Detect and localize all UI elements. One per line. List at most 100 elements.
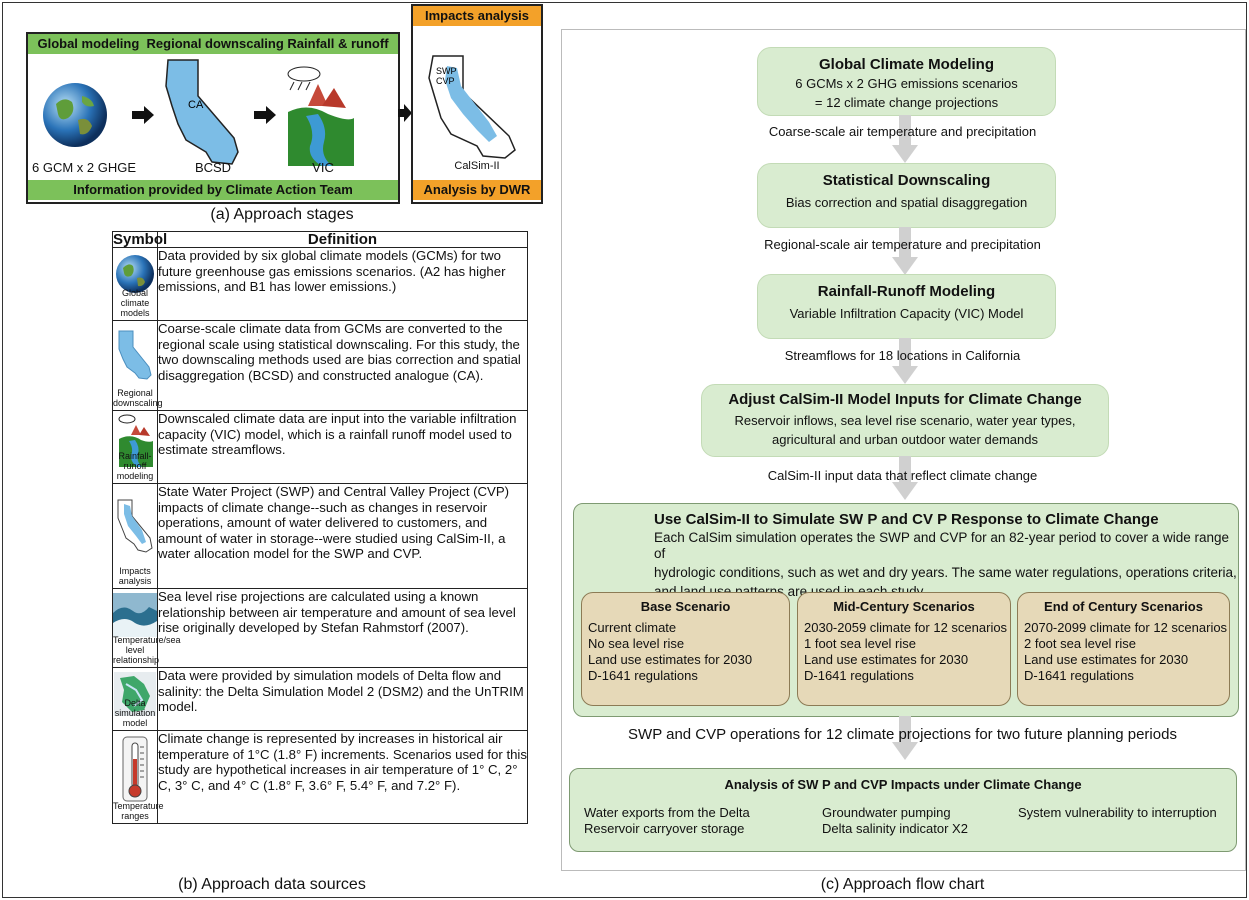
flow-arrow [899, 115, 911, 145]
arrow-right-icon [254, 106, 276, 124]
caption-flow-chart: (c) Approach flow chart [820, 876, 985, 893]
arrow-right-icon [132, 106, 154, 124]
stage-band-top: Global modeling Regional downscaling Rai… [28, 34, 398, 54]
rainfall-runoff-icon [118, 414, 153, 467]
band-global-modeling: Global modeling [37, 36, 140, 51]
analysis-impacts-box: Analysis of SW P and CVP Impacts under C… [569, 768, 1237, 852]
table-row: Temperature/sea level relationship Sea l… [112, 588, 528, 668]
symbol-label: Global climate models [120, 288, 150, 318]
flow-arrow-head [892, 366, 918, 384]
california-impacts-map-icon: SWP CVP [428, 55, 516, 159]
flow-label: SWP and CVP operations for 12 climate pr… [628, 726, 1177, 743]
definition-cell: State Water Project (SWP) and Central Va… [157, 483, 528, 589]
band-impacts-analysis: Impacts analysis [413, 6, 541, 26]
ocean-wave-icon [113, 593, 157, 637]
scenario-line: 2070-2099 climate for 12 scenarios [1024, 620, 1228, 635]
flow-arrow-head [892, 742, 918, 760]
box-title: Global Climate Modeling [818, 56, 994, 73]
flow-label: Coarse-scale air temperature and precipi… [768, 124, 1037, 139]
scenario-line: 2 foot sea level rise [1024, 636, 1137, 651]
definition-cell: Coarse-scale climate data from GCMs are … [157, 320, 528, 411]
box-title: Adjust CalSim-II Model Inputs for Climat… [728, 391, 1082, 408]
flow-arrow [899, 338, 911, 368]
flow-label: Regional-scale air temperature and preci… [764, 237, 1041, 252]
flow-arrow [899, 716, 911, 744]
scenario-line: Land use estimates for 2030 [1024, 652, 1189, 667]
scenario-line: No sea level rise [588, 636, 685, 651]
impact-item: Reservoir carryover storage [584, 821, 745, 836]
table-row: Regional downscaling Coarse-scale climat… [112, 320, 528, 411]
california-impacts-map-icon [117, 499, 153, 553]
box-line: = 12 climate change projections [814, 95, 999, 110]
statistical-downscaling-box: Statistical Downscaling Bias correction … [757, 163, 1056, 228]
label-bcsd: BCSD [194, 160, 232, 175]
definition-cell: Downscaled climate data are input into t… [157, 410, 528, 484]
box-title: Analysis of SW P and CVP Impacts under C… [724, 777, 1082, 792]
scenario-line: Current climate [588, 620, 677, 635]
impact-item: Water exports from the Delta [584, 805, 750, 820]
table-row: Impacts analysis State Water Project (SW… [112, 483, 528, 589]
thermometer-icon [122, 736, 148, 802]
definition-cell: Sea level rise projections are calculate… [157, 588, 528, 668]
symbol-label: Temperature/sea level relationship [113, 635, 181, 665]
delta-map-icon [114, 672, 156, 716]
globe-icon [43, 83, 107, 147]
flow-arrow-head [892, 482, 918, 500]
flow-arrow [899, 456, 911, 484]
impact-item: Groundwater pumping [822, 805, 951, 820]
symbol-label: Regional downscaling [113, 388, 163, 408]
global-climate-modeling-box: Global Climate Modeling 6 GCMs x 2 GHG e… [757, 47, 1056, 116]
table-row: Temperature ranges Climate change is rep… [112, 730, 528, 824]
scenario-line: D-1641 regulations [804, 668, 914, 683]
band-regional-downscaling: Regional downscaling [146, 36, 284, 51]
scenario-line: Land use estimates for 2030 [804, 652, 969, 667]
mid-century-scenario-box: Mid-Century Scenarios 2030-2059 climate … [797, 592, 1011, 706]
flow-arrow [899, 227, 911, 257]
caption-data-sources: (b) Approach data sources [178, 876, 366, 893]
impact-item: System vulnerability to interruption [1018, 805, 1217, 820]
scenario-title: Mid-Century Scenarios [833, 599, 975, 614]
label-gcm: 6 GCM x 2 GHGE [31, 160, 137, 175]
end-century-scenario-box: End of Century Scenarios 2070-2099 clima… [1017, 592, 1230, 706]
rainfall-runoff-icon [287, 66, 354, 166]
box-line: Bias correction and spatial disaggregati… [785, 195, 1028, 210]
rainfall-runoff-modeling-box: Rainfall-Runoff Modeling Variable Infilt… [757, 274, 1056, 339]
scenario-line: D-1641 regulations [588, 668, 698, 683]
box-line: hydrologic conditions, such as wet and d… [654, 565, 1237, 580]
flow-arrow-head [892, 145, 918, 163]
caption-approach-stages: (a) Approach stages [210, 206, 354, 223]
definition-cell: Data provided by six global climate mode… [157, 247, 528, 321]
box-line: Variable Infiltration Capacity (VIC) Mod… [789, 306, 1024, 321]
symbol-label: Delta simulation model [114, 698, 156, 728]
table-row: Delta simulation model Data were provide… [112, 667, 528, 731]
map-swp-label: SWP [436, 66, 457, 76]
scenario-line: 2030-2059 climate for 12 scenarios [804, 620, 1008, 635]
globe-icon [116, 255, 154, 293]
arrow-right-icon [398, 104, 412, 122]
table-row: Global climate models Data provided by s… [112, 247, 528, 321]
base-scenario-box: Base Scenario Current climate No sea lev… [581, 592, 790, 706]
flow-label: Streamflows for 18 locations in Californ… [784, 348, 1021, 363]
box-title: Use CalSim-II to Simulate SW P and CV P … [654, 511, 1159, 528]
box-line: agricultural and urban outdoor water dem… [772, 432, 1038, 447]
definition-cell: Data were provided by simulation models … [157, 667, 528, 731]
footer-analysis-dwr: Analysis by DWR [413, 180, 541, 200]
flow-label: CalSim-II input data that reflect climat… [767, 468, 1038, 483]
california-map-icon: CA [165, 59, 239, 165]
scenario-title: Base Scenario [640, 599, 731, 614]
map-ca-label: CA [188, 99, 204, 111]
band-rainfall-runoff: Rainfall & runoff [287, 36, 389, 51]
dwr-panel: Impacts analysis SWP CVP CalSim-II Analy… [411, 4, 543, 204]
scenario-title: End of Century Scenarios [1044, 599, 1203, 614]
box-title: Statistical Downscaling [822, 172, 991, 189]
box-line: 6 GCMs x 2 GHG emissions scenarios [795, 76, 1018, 91]
data-sources-table: Symbol Definition Global climate models … [112, 231, 528, 824]
california-map-icon [118, 330, 152, 380]
box-line: Reservoir inflows, sea level rise scenar… [734, 413, 1076, 428]
scenario-line: Land use estimates for 2030 [588, 652, 753, 667]
label-vic: VIC [312, 160, 334, 175]
box-title: Rainfall-Runoff Modeling [817, 283, 996, 300]
header-symbol: Symbol [112, 230, 168, 248]
header-definition: Definition [157, 231, 528, 248]
